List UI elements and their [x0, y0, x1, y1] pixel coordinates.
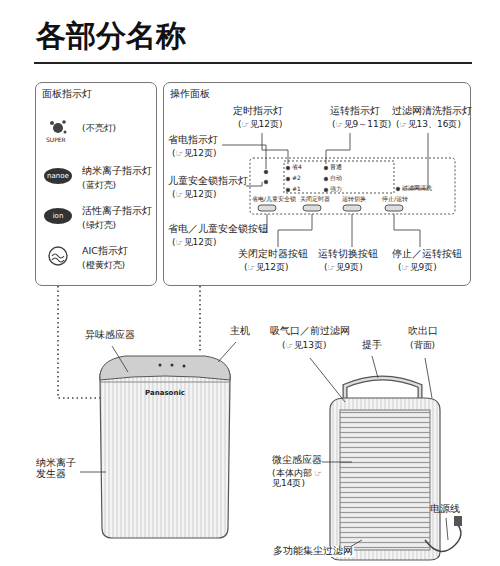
- panel-text: 自动: [330, 175, 342, 182]
- part-label: (不亮灯): [82, 123, 116, 133]
- part-label: 微尘感应器: [272, 455, 322, 466]
- part-label: 提手: [362, 340, 382, 351]
- part-label: 儿童安全锁指示灯: [168, 176, 248, 187]
- part-label: 过滤网清洗指示灯: [392, 106, 472, 117]
- back-unit: [330, 378, 462, 560]
- part-label: 活性离子指示灯: [82, 206, 152, 217]
- panel-heading: 操作面板: [170, 87, 210, 101]
- icon-text: nanoe: [47, 172, 69, 180]
- panel-text: 省电/儿童安全锁: [252, 196, 296, 203]
- title-rule: [34, 62, 472, 64]
- part-label: AIC指示灯: [82, 246, 128, 257]
- part-label: 关闭定时器按钮: [238, 249, 308, 260]
- part-label: (☞见9页): [398, 262, 437, 272]
- panel-heading: 面板指示灯: [42, 87, 92, 101]
- part-label: 电源线: [430, 504, 460, 515]
- leader-lines: [80, 342, 448, 547]
- part-label: (☞见12页): [244, 262, 289, 272]
- brand-logo: Panasonic: [145, 389, 185, 397]
- part-label: (☞见12页): [172, 237, 217, 247]
- part-label: 吸气口／前过滤网: [270, 326, 350, 337]
- part-label: 运转指示灯: [330, 106, 380, 117]
- part-label: 纳米离子指示灯: [82, 166, 152, 177]
- part-label: (背面): [410, 340, 435, 350]
- part-label: (绿灯亮): [82, 220, 116, 230]
- panel-text: #1: [292, 186, 301, 193]
- part-label: 异味感应器: [85, 330, 135, 341]
- panel-text: 过滤网清洗: [402, 185, 432, 192]
- part-label: (☞见12页): [172, 189, 217, 199]
- part-label: (本体内部 ☞见14页): [272, 468, 330, 489]
- part-label: 定时指示灯: [233, 106, 283, 117]
- part-label: (☞见13、16页): [396, 119, 461, 129]
- panel-text: 停止/运转: [382, 196, 408, 203]
- part-label: 运转切换按钮: [318, 249, 378, 260]
- part-label: 省电指示灯: [168, 135, 218, 146]
- panel-text: 省4: [292, 164, 302, 171]
- operation-panel: [250, 158, 455, 214]
- indicator-icons: [44, 120, 72, 265]
- part-label: 纳米离子发生器: [36, 458, 78, 480]
- part-label: (☞见9～11页): [332, 119, 391, 129]
- part-label: (☞见12页): [238, 119, 283, 129]
- part-label: (☞见9页): [324, 262, 363, 272]
- part-label: (橙黄灯亮): [82, 260, 125, 270]
- part-label: 省电／儿童安全锁按钮: [168, 224, 268, 235]
- part-label: 吹出口: [408, 326, 438, 337]
- icon-text: SUPER: [46, 137, 66, 144]
- panel-text: 关闭定时器: [300, 196, 330, 203]
- part-label: (蓝灯亮): [82, 180, 116, 190]
- page-title: 各部分名称: [36, 16, 186, 57]
- part-label: 主机: [230, 326, 250, 337]
- part-label: 停止／运转按钮: [392, 249, 462, 260]
- panel-text: 运转切换: [342, 196, 366, 203]
- panel-text: 强力: [330, 186, 342, 193]
- icon-text: ion: [53, 212, 64, 220]
- main-unit: [100, 356, 230, 538]
- part-label: (☞见13页): [282, 340, 327, 350]
- panel-text: #2: [292, 175, 301, 182]
- part-label: 多功能集尘过滤网: [272, 546, 354, 557]
- panel-text: 普通: [330, 164, 342, 171]
- part-label: (☞见12页): [172, 148, 217, 158]
